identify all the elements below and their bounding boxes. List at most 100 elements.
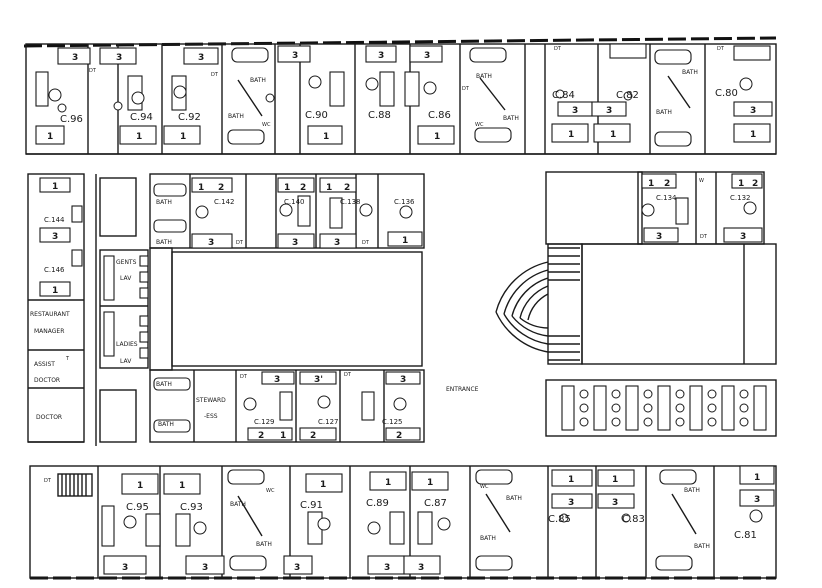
cabin-label-c86: C.86 bbox=[428, 110, 451, 121]
cabin-label-c136: C.136 bbox=[394, 198, 415, 206]
cabin-label-c83: C.83 bbox=[622, 514, 645, 525]
middle-right-block bbox=[545, 171, 777, 437]
berth-num: 1 bbox=[385, 478, 391, 488]
middle-left-block bbox=[27, 173, 137, 446]
berth-num: 3 bbox=[750, 106, 756, 116]
bath-label: BATH bbox=[256, 541, 272, 548]
room-assist-doctor-line2: DOCTOR bbox=[34, 377, 60, 384]
berth-num: 1 bbox=[648, 179, 654, 189]
berth-num: 1 bbox=[136, 132, 142, 142]
berth-num: 3 bbox=[606, 106, 612, 116]
berth-num: 3 bbox=[122, 563, 128, 573]
berth-num: 3' bbox=[314, 375, 323, 385]
berth-num: 1 bbox=[47, 132, 53, 142]
berth-num: 3 bbox=[384, 563, 390, 573]
berth-num: 1 bbox=[198, 183, 204, 193]
berth-num: 1 bbox=[180, 132, 186, 142]
berth-num: 3 bbox=[208, 238, 214, 248]
berth-num: 1 bbox=[280, 431, 286, 441]
cabin-label-c94: C.94 bbox=[130, 112, 153, 123]
cabin-label-c96: C.96 bbox=[60, 114, 83, 125]
cabin-label-c125: C.125 bbox=[382, 418, 402, 426]
top-cabin-band bbox=[25, 43, 777, 155]
berth-num: 3 bbox=[292, 238, 298, 248]
berth-num: 1 bbox=[568, 130, 574, 140]
cabin-label-c91: C.91 bbox=[300, 500, 323, 511]
berth-num: 3 bbox=[52, 232, 58, 242]
bath-label: BATH bbox=[503, 115, 519, 122]
bottom-cabin-band bbox=[29, 465, 777, 579]
cabin-label-c134: C.134 bbox=[656, 194, 677, 202]
w-label: W bbox=[699, 178, 704, 184]
berth-num: 3 bbox=[292, 51, 298, 61]
berth-num: 1 bbox=[323, 132, 329, 142]
berth-num: 1 bbox=[427, 478, 433, 488]
dt-label: DT bbox=[700, 234, 708, 240]
bath-label: BATH bbox=[694, 543, 710, 550]
top-cabin-labels: C.96 C.94 C.92 C.90 C.88 C.86 C.84 C.82 … bbox=[47, 46, 756, 142]
room-ladies-lav-line1: LADIES bbox=[116, 341, 138, 348]
dt-label: DT bbox=[89, 68, 97, 74]
middle-left-labels: 1 3 1 C.144 C.146 RESTAURANT MANAGER ASS… bbox=[30, 182, 70, 421]
cabin-label-c127: C.127 bbox=[318, 418, 338, 426]
room-stewardess-line1: STEWARD bbox=[196, 397, 226, 404]
room-ladies-lav-line2: LAV bbox=[120, 358, 132, 365]
bath-label: BATH bbox=[682, 69, 698, 76]
berth-num: 1 bbox=[434, 132, 440, 142]
berth-num: 1 bbox=[326, 183, 332, 193]
dt-label: DT bbox=[362, 240, 370, 246]
berth-num: 2 bbox=[396, 431, 402, 441]
berth-num: 3 bbox=[198, 53, 204, 63]
bath-label: BATH bbox=[476, 73, 492, 80]
berth-num: 1 bbox=[568, 475, 574, 485]
berth-num: 3 bbox=[656, 232, 662, 242]
bath-label: BATH bbox=[684, 487, 700, 494]
berth-num: 1 bbox=[179, 481, 185, 491]
bath-label: BATH bbox=[156, 199, 172, 206]
berth-num: 2 bbox=[218, 183, 224, 193]
berth-num: 1 bbox=[284, 183, 290, 193]
room-gents-lav-line2: LAV bbox=[120, 275, 132, 282]
wc-label: WC bbox=[480, 484, 489, 490]
cabin-label-c80: C.80 bbox=[715, 88, 738, 99]
cabin-label-c93: C.93 bbox=[180, 502, 203, 513]
cabin-label-c90: C.90 bbox=[305, 110, 328, 121]
room-assist-doctor-line1b: T bbox=[65, 356, 70, 362]
dt-label: DT bbox=[44, 478, 52, 484]
berth-num: 1 bbox=[610, 130, 616, 140]
berth-num: 2 bbox=[752, 179, 758, 189]
cabin-label-c132: C.132 bbox=[730, 194, 750, 202]
bath-label: BATH bbox=[250, 77, 266, 84]
berth-num: 1 bbox=[754, 473, 760, 483]
berth-num: 1 bbox=[320, 480, 326, 490]
room-restaurant-manager-line2: MANAGER bbox=[34, 328, 64, 335]
bottom-cabin-labels: C.95 C.93 C.91 C.89 C.87 C.85 C.83 C.81 … bbox=[44, 473, 760, 573]
bath-label: BATH bbox=[480, 535, 496, 542]
bath-label: BATH bbox=[230, 501, 246, 508]
cabin-label-c140: C.140 bbox=[284, 198, 304, 206]
berth-num: 3 bbox=[334, 238, 340, 248]
central-u-block bbox=[99, 173, 425, 443]
cabin-label-c138: C.138 bbox=[340, 198, 360, 206]
room-restaurant-manager-line1: RESTAURANT bbox=[30, 311, 70, 318]
berth-num: 3 bbox=[568, 498, 574, 508]
berth-num: 3 bbox=[294, 563, 300, 573]
bath-label: BATH bbox=[656, 109, 672, 116]
berth-num: 3 bbox=[740, 232, 746, 242]
cabin-label-c129: C.129 bbox=[254, 418, 274, 426]
berth-num: 2 bbox=[310, 431, 316, 441]
berth-num: 3 bbox=[754, 495, 760, 505]
berth-num: 3 bbox=[400, 375, 406, 385]
cabin-label-c84: C.84 bbox=[552, 90, 575, 101]
berth-num: 3 bbox=[572, 106, 578, 116]
bath-label: BATH bbox=[156, 239, 172, 246]
berth-num: 3 bbox=[274, 375, 280, 385]
berth-num: 2 bbox=[344, 183, 350, 193]
dt-label: DT bbox=[240, 374, 248, 380]
berth-num: 3 bbox=[378, 51, 384, 61]
berth-num: 3 bbox=[418, 563, 424, 573]
berth-num: 3 bbox=[116, 53, 122, 63]
dt-label: DT bbox=[717, 46, 725, 52]
room-stewardess-line2: -ESS bbox=[204, 413, 218, 420]
